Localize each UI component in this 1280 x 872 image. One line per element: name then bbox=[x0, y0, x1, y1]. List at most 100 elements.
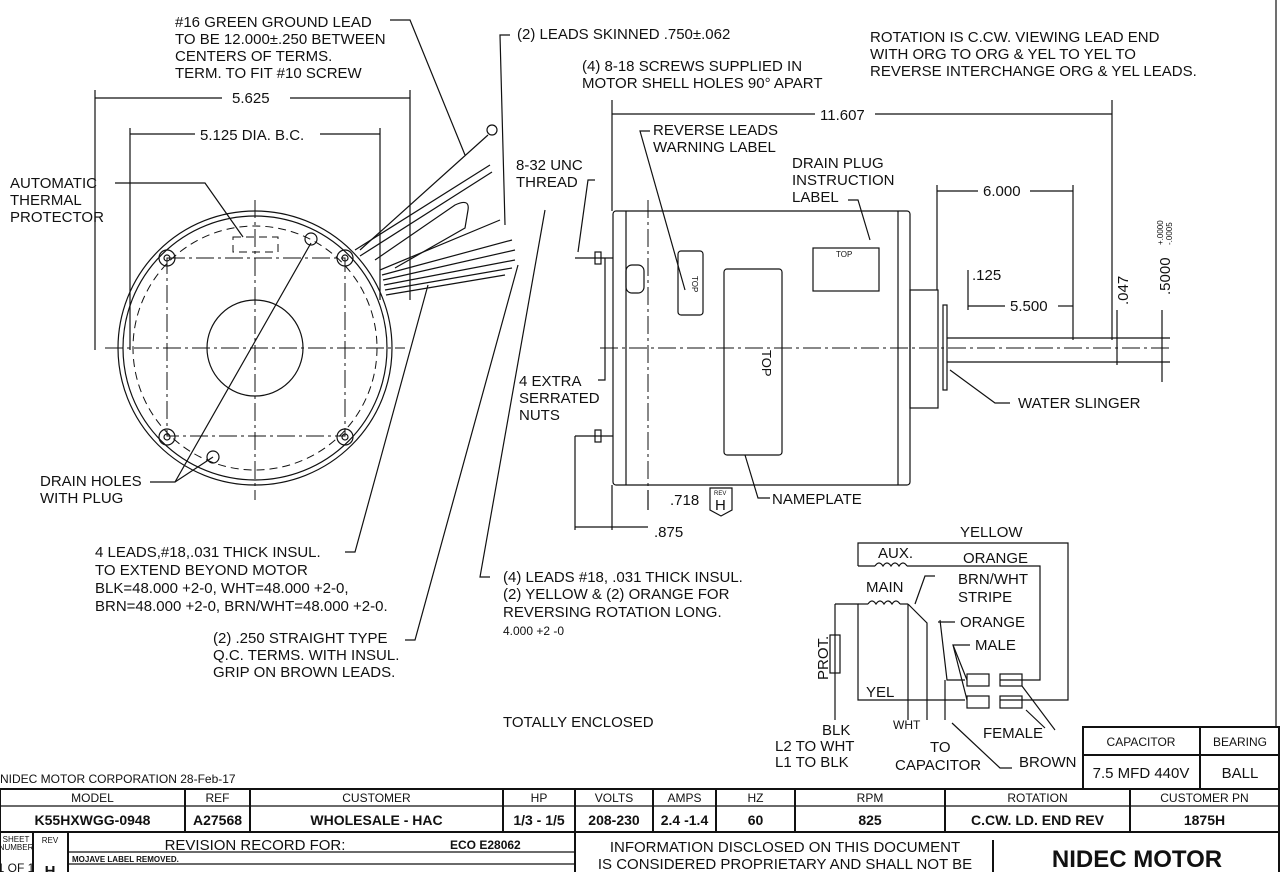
note-ground-lead: #16 GREEN GROUND LEAD bbox=[175, 14, 372, 31]
note-four-leads: TO EXTEND BEYOND MOTOR bbox=[95, 562, 308, 579]
column-header: HZ bbox=[748, 791, 764, 805]
wire-label-l1: L1 TO BLK bbox=[775, 754, 849, 771]
column-value: C.CW. LD. END REV bbox=[971, 812, 1105, 828]
note-qc-terms: (2) .250 STRAIGHT TYPE bbox=[213, 630, 388, 647]
note-thermal-protector: PROTECTOR bbox=[10, 209, 104, 226]
rev-label: REV bbox=[42, 836, 59, 845]
note-six-leads: (2) YELLOW & (2) ORANGE FOR bbox=[503, 586, 730, 603]
mount-nuts bbox=[158, 232, 354, 464]
note-screws: (4) 8-18 SCREWS SUPPLIED IN bbox=[582, 58, 802, 75]
column-value: 2.4 -1.4 bbox=[661, 812, 709, 828]
tol-minus: -.0005 bbox=[1165, 222, 1174, 245]
column-value: A27568 bbox=[193, 812, 242, 828]
note-ground-lead: TO BE 12.000±.250 BETWEEN bbox=[175, 31, 386, 48]
note-reverse-leads: REVERSE LEADS bbox=[653, 122, 778, 139]
proprietary-notice: INFORMATION DISCLOSED ON THIS DOCUMENT bbox=[610, 839, 960, 856]
wiring-diagram bbox=[829, 542, 1069, 769]
wire-label-main: MAIN bbox=[866, 579, 904, 596]
note-six-leads: 4.000 +2 -0 bbox=[503, 624, 564, 638]
wire-label-yel: YEL bbox=[866, 684, 894, 701]
nameplate bbox=[723, 268, 783, 456]
note-screws: MOTOR SHELL HOLES 90° APART bbox=[582, 75, 823, 92]
tol-plus: +.0000 bbox=[1156, 220, 1165, 245]
note-water-slinger: WATER SLINGER bbox=[1018, 395, 1141, 412]
note-four-leads: BLK=48.000 +2-0, WHT=48.000 +2-0, bbox=[95, 580, 349, 597]
wire-label-prot: PROT. bbox=[815, 636, 832, 680]
rev-symbol-letter: H bbox=[715, 497, 726, 514]
sheet-value: 1 OF 1 bbox=[0, 861, 35, 872]
wire-label-orange: ORANGE bbox=[963, 550, 1028, 567]
wire-label-female: FEMALE bbox=[983, 725, 1043, 742]
dim-718: .718 bbox=[670, 492, 699, 509]
column-value: 825 bbox=[858, 812, 882, 828]
wire-label-to-capacitor: CAPACITOR bbox=[895, 757, 981, 774]
wire-label-orange: ORANGE bbox=[960, 614, 1025, 631]
wire-label-yellow: YELLOW bbox=[960, 524, 1023, 541]
dim-125: .125 bbox=[972, 267, 1001, 284]
note-rotation: REVERSE INTERCHANGE ORG & YEL LEADS. bbox=[870, 63, 1197, 80]
dim-875: .875 bbox=[654, 524, 683, 541]
wire-label-aux: AUX. bbox=[878, 545, 913, 562]
column-header: RPM bbox=[857, 791, 884, 805]
column-header: AMPS bbox=[667, 791, 701, 805]
wire-label-male: MALE bbox=[975, 637, 1016, 654]
notes: #16 GREEN GROUND LEAD TO BE 12.000±.250 … bbox=[10, 14, 1197, 731]
proprietary-notice: IS CONSIDERED PROPRIETARY AND SHALL NOT … bbox=[598, 856, 972, 872]
note-thread: 8-32 UNC bbox=[516, 157, 583, 174]
column-header: CUSTOMER bbox=[342, 791, 411, 805]
note-drain-holes: DRAIN HOLES bbox=[40, 473, 142, 490]
note-thread: THREAD bbox=[516, 174, 578, 191]
dim-11607: 11.607 bbox=[820, 107, 865, 124]
brand-name: NIDEC MOTOR bbox=[1052, 846, 1222, 872]
eco-number: ECO E28062 bbox=[450, 838, 521, 852]
rev-value: H bbox=[45, 863, 56, 872]
note-ground-lead: TERM. TO FIT #10 SCREW bbox=[175, 65, 363, 82]
note-extra-nuts: SERRATED bbox=[519, 390, 600, 407]
bearing-label: BEARING bbox=[1213, 735, 1267, 749]
dim-5625: 5.625 bbox=[232, 90, 270, 107]
column-value: 208-230 bbox=[588, 812, 640, 828]
wire-label-brn-wht: STRIPE bbox=[958, 589, 1012, 606]
leader-ground bbox=[390, 19, 466, 156]
column-header: HP bbox=[531, 791, 548, 805]
column-header: CUSTOMER PN bbox=[1160, 791, 1248, 805]
note-drain-plug-label: INSTRUCTION bbox=[792, 172, 895, 189]
note-drain-plug-label: DRAIN PLUG bbox=[792, 155, 884, 172]
end-view bbox=[94, 19, 546, 641]
lead-bundle bbox=[354, 124, 516, 296]
column-header: VOLTS bbox=[595, 791, 633, 805]
note-four-leads: 4 LEADS,#18,.031 THICK INSUL. bbox=[95, 544, 321, 561]
instruction-label-top: TOP bbox=[836, 250, 852, 259]
column-value: K55HXWGG-0948 bbox=[35, 812, 151, 828]
note-rotation: WITH ORG TO ORG & YEL TO YEL TO bbox=[870, 46, 1136, 63]
revision-record: REVISION RECORD FOR: bbox=[165, 837, 346, 854]
note-thermal-protector: AUTOMATIC bbox=[10, 175, 97, 192]
note-ground-lead: CENTERS OF TERMS. bbox=[175, 48, 332, 65]
note-rotation: ROTATION IS C.CW. VIEWING LEAD END bbox=[870, 29, 1160, 46]
leader-drain bbox=[150, 242, 312, 483]
dim-5500: 5.500 bbox=[1010, 298, 1048, 315]
note-leads-skinned: (2) LEADS SKINNED .750±.062 bbox=[517, 26, 730, 43]
side-view: TOP TOP TOP REV H bbox=[574, 0, 1277, 727]
sheet-label: NUMBER bbox=[0, 843, 34, 852]
note-nameplate: NAMEPLATE bbox=[772, 491, 862, 508]
revision-note: MOJAVE LABEL REMOVED. bbox=[72, 855, 179, 864]
note-thermal-protector: THERMAL bbox=[10, 192, 82, 209]
note-six-leads: REVERSING ROTATION LONG. bbox=[503, 604, 722, 621]
wire-label-wht: WHT bbox=[893, 718, 921, 732]
warning-label-top: TOP bbox=[690, 276, 699, 292]
note-extra-nuts: 4 EXTRA bbox=[519, 373, 582, 390]
nameplate-top: TOP bbox=[759, 350, 774, 377]
capacitor-value: 7.5 MFD 440V bbox=[1093, 765, 1190, 782]
capacitor-label: CAPACITOR bbox=[1107, 735, 1176, 749]
title-block: NIDEC MOTOR CORPORATION 28-Feb-17 CAPACI… bbox=[0, 726, 1280, 872]
note-qc-terms: Q.C. TERMS. WITH INSUL. bbox=[213, 647, 399, 664]
note-drain-plug-label: LABEL bbox=[792, 189, 839, 206]
rev-symbol-label: REV bbox=[714, 491, 726, 497]
note-enclosure: TOTALLY ENCLOSED bbox=[503, 714, 654, 731]
note-four-leads: BRN=48.000 +2-0, BRN/WHT=48.000 +2-0. bbox=[95, 598, 388, 615]
wire-label-l2: L2 TO WHT bbox=[775, 738, 854, 755]
column-header: MODEL bbox=[71, 791, 114, 805]
dim-6000: 6.000 bbox=[983, 183, 1021, 200]
